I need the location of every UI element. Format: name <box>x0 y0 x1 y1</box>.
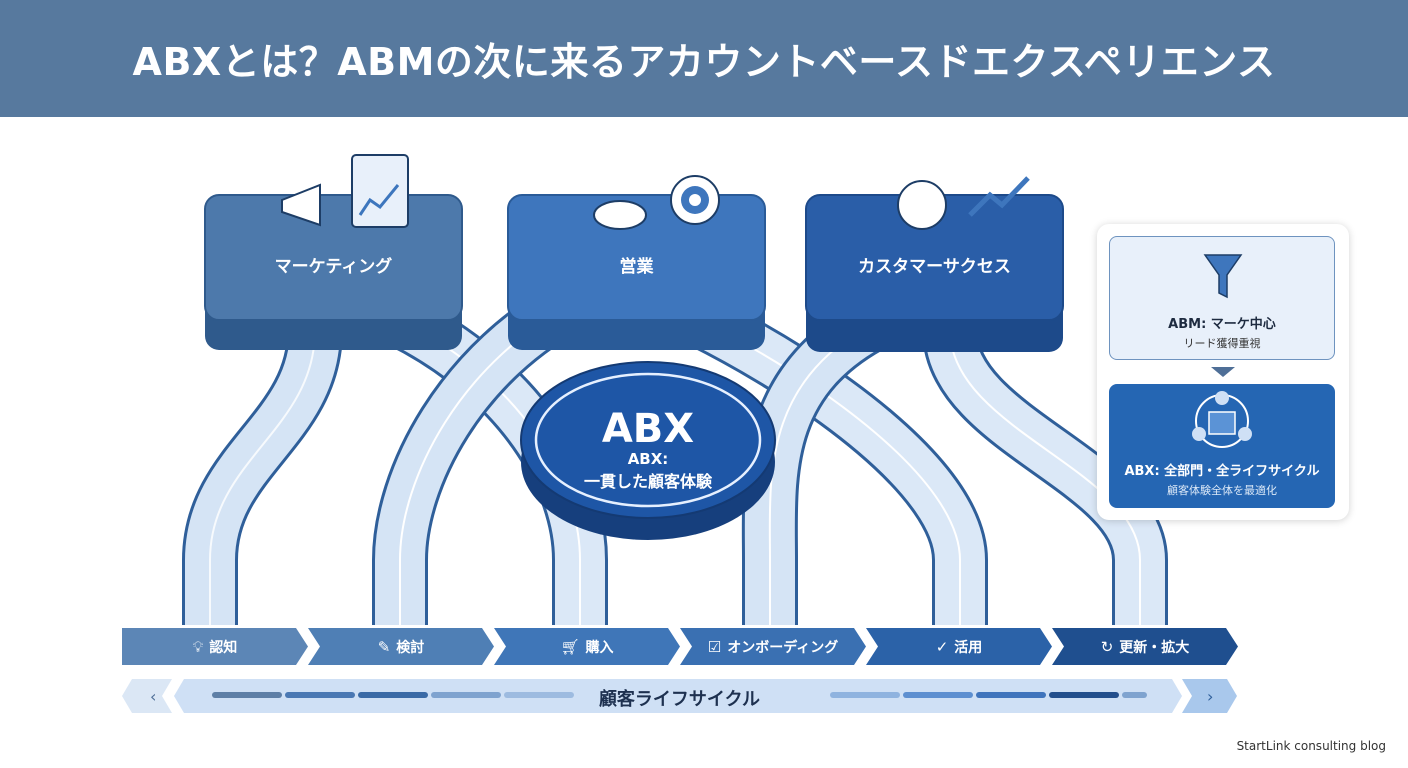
stage-label: 活用 <box>954 639 983 656</box>
funnel-icon <box>1203 254 1243 299</box>
platform-customer-success <box>805 176 1064 352</box>
check-icon: ✓ <box>935 637 949 656</box>
stage-document-edit: ✎ 検討 <box>308 628 494 665</box>
platform-sales <box>507 175 766 350</box>
center-caption: ABX: 一貫した顧客体験 <box>548 450 748 492</box>
abx-subtitle: 顧客体験全体を最適化 <box>1167 484 1277 497</box>
abx-logo: ABX <box>602 406 694 452</box>
document-edit-icon: ✎ <box>377 637 391 656</box>
handshake-target-icon <box>593 175 720 230</box>
stage-label: 検討 <box>396 639 425 656</box>
chevron-left-icon <box>122 679 172 713</box>
arrow-down-icon <box>1211 367 1235 377</box>
svg-text:›: › <box>1207 687 1213 706</box>
abx-diagram: ABX <box>182 154 1168 625</box>
stage-label: オンボーディング <box>727 639 839 656</box>
stage-label: 認知 <box>209 639 238 656</box>
lifecycle-label: 顧客ライフサイクル <box>598 689 761 710</box>
ribbon <box>922 327 1168 625</box>
stage-lightbulb: 💡︎ 認知 <box>122 628 308 665</box>
department-label-customer-success: カスタマーサクセス <box>858 257 1011 277</box>
page-title: ABXとは？ABMの次に来るアカウントベースドエクスペリエンス <box>132 40 1276 84</box>
abm-title: ABM: マーケ中心 <box>1168 317 1276 332</box>
cycle-cube-icon <box>1192 391 1252 448</box>
stage-refresh: ↻ 更新・拡大 <box>1052 628 1238 665</box>
progress-dashes <box>212 692 1147 698</box>
stage-cart: 🛒︎ 購入 <box>494 628 680 665</box>
platform-marketing <box>204 154 463 350</box>
svg-text:‹: ‹ <box>150 687 156 706</box>
ribbon <box>741 294 894 625</box>
abx-box: ABX: 全部門・全ライフサイクル 顧客体験全体を最適化 <box>1109 384 1335 508</box>
stage-checklist: ☑ オンボーディング <box>680 628 866 665</box>
cart-icon: 🛒︎ <box>560 637 580 656</box>
comparison-panel: ABM: マーケ中心 リード獲得重視 ABX: 全部門・全ライフサイクル 顧客体… <box>1097 224 1349 520</box>
center-line1: ABX: <box>627 450 669 468</box>
support-agent-growth-icon <box>897 176 1030 230</box>
checklist-icon: ☑ <box>707 637 722 656</box>
abm-box: ABM: マーケ中心 リード獲得重視 <box>1109 236 1335 360</box>
megaphone-chart-icon <box>281 154 409 228</box>
center-line2: 一貫した顧客体験 <box>583 472 712 491</box>
stage-label: 購入 <box>585 639 614 656</box>
abx-title: ABX: 全部門・全ライフサイクル <box>1124 464 1320 479</box>
header-banner: ABXとは？ABMの次に来るアカウントベースドエクスペリエンス <box>0 0 1408 117</box>
lifecycle-band <box>174 679 1182 713</box>
department-label-marketing: マーケティング <box>274 257 393 277</box>
abm-subtitle: リード獲得重視 <box>1183 337 1261 350</box>
department-label-sales: 営業 <box>619 257 654 277</box>
ribbon <box>182 328 343 625</box>
chevron-right-icon <box>1182 679 1237 713</box>
stage-label: 更新・拡大 <box>1119 639 1190 656</box>
lightbulb-icon: 💡︎ <box>192 637 204 656</box>
stage-check: ✓ 活用 <box>866 628 1052 665</box>
footer-credit: StartLink consulting blog <box>1236 739 1386 753</box>
abx-center-disc: ABX <box>520 361 776 540</box>
refresh-icon: ↻ <box>1100 637 1114 656</box>
lifecycle-bar: ‹ › 顧客ライフサイクル <box>122 679 1237 713</box>
